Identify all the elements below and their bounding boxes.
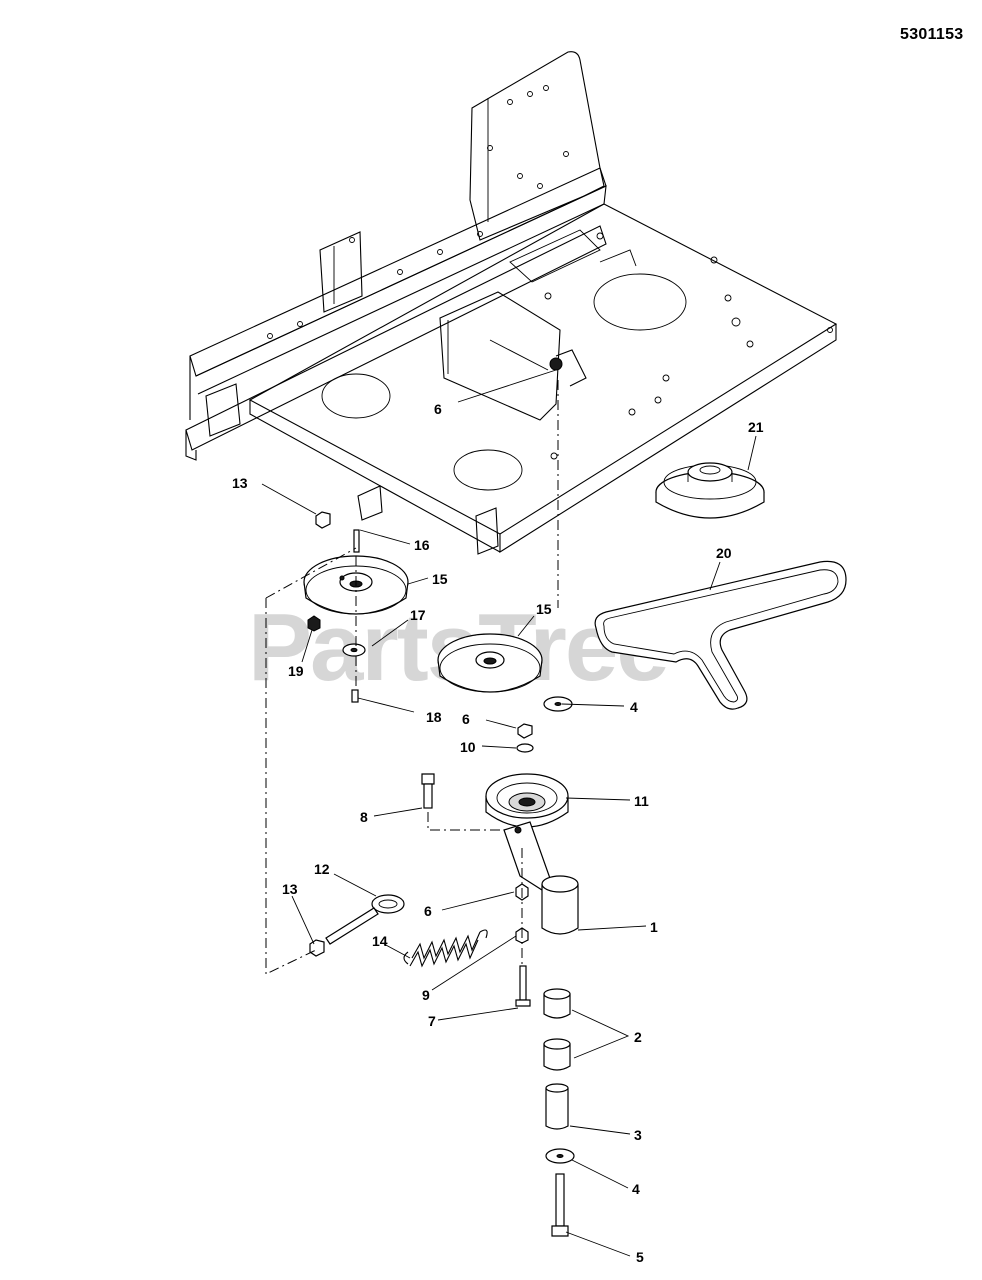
callout-15-right: 15 [536, 601, 552, 617]
part-19-nut [307, 615, 321, 632]
callout-17: 17 [410, 607, 426, 623]
part-11-idler-pulley [485, 773, 569, 828]
part-14-spring [403, 929, 488, 968]
alignment-lines [265, 380, 559, 975]
callout-5: 5 [636, 1249, 644, 1265]
part-13-nut-top [315, 511, 331, 529]
part-21-pulley [655, 462, 765, 519]
callout-18: 18 [426, 709, 442, 725]
part-20-belt [594, 560, 847, 710]
callout-3: 3 [634, 1127, 642, 1143]
callout-4-lower: 4 [632, 1181, 640, 1197]
part-18-bolt [351, 689, 359, 703]
part-6-nut-middle [517, 723, 533, 739]
callout-12: 12 [314, 861, 330, 877]
callout-20: 20 [716, 545, 732, 561]
part-12-eyebolt [325, 894, 405, 945]
part-8-bolt [421, 773, 435, 809]
callout-4-upper: 4 [630, 699, 638, 715]
part-13-nut-lower [309, 939, 325, 957]
part-15-pulley-right [437, 633, 543, 693]
callout-10: 10 [460, 739, 476, 755]
callout-13-lower: 13 [282, 881, 298, 897]
part-5-bolt [551, 1173, 569, 1237]
part-2-bushings [543, 988, 571, 1071]
callout-11: 11 [634, 793, 649, 809]
part-7-bolt [515, 965, 531, 1007]
deck-frame [185, 51, 838, 555]
callout-19: 19 [288, 663, 304, 679]
callout-16: 16 [414, 537, 430, 553]
callout-2: 2 [634, 1029, 642, 1045]
callout-15-left: 15 [432, 571, 448, 587]
callouts: 6 13 21 16 20 15 17 15 19 4 18 6 10 11 8… [232, 401, 764, 1265]
callout-6-middle: 6 [462, 711, 470, 727]
callout-6-lower: 6 [424, 903, 432, 919]
document-number: 5301153 [900, 26, 964, 43]
part-3-spacer [545, 1083, 569, 1130]
callout-14: 14 [372, 933, 388, 949]
leader-lines [261, 369, 757, 1257]
part-17-washer [342, 643, 366, 657]
part-1-idler-arm [503, 821, 579, 935]
callout-6-deck: 6 [434, 401, 442, 417]
part-4-washer-lower [545, 1148, 575, 1164]
callout-8: 8 [360, 809, 368, 825]
callout-21: 21 [748, 419, 764, 435]
callout-13-upper: 13 [232, 475, 248, 491]
callout-7: 7 [428, 1013, 436, 1029]
callout-1: 1 [650, 919, 658, 935]
pulley-bracket [357, 485, 383, 521]
part-10-washer [516, 743, 534, 753]
part-16-pin [353, 529, 360, 553]
callout-9: 9 [422, 987, 430, 1003]
